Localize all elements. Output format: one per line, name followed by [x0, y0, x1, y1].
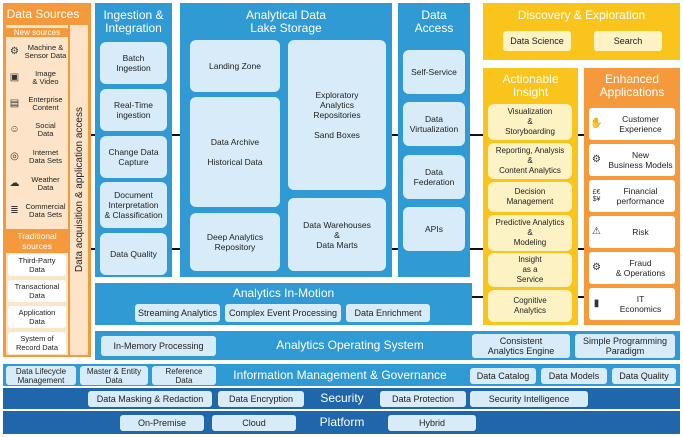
data-archive[interactable]: Data Archive Historical Data — [190, 97, 280, 207]
source-system-of-record[interactable]: System of Record Data — [8, 332, 66, 354]
discovery-title: Discovery & Exploration — [517, 8, 646, 22]
ingestion-title: Ingestion & Integration — [103, 8, 164, 35]
apis[interactable]: APIs — [403, 207, 465, 251]
batch-ingestion[interactable]: Batch Ingestion — [100, 42, 167, 84]
reference-data[interactable]: Reference Data — [152, 366, 216, 385]
source-third-party[interactable]: Third-Party Data — [8, 254, 66, 276]
cognitive-analytics[interactable]: Cognitive Analytics — [488, 290, 572, 322]
data-catalog[interactable]: Data Catalog — [470, 368, 536, 384]
exploratory-repositories[interactable]: Exploratory Analytics Repositories Sand … — [288, 40, 386, 190]
predictive-analytics[interactable]: Predictive Analytics & Modeling — [488, 215, 572, 251]
data-enrichment[interactable]: Data Enrichment — [346, 304, 430, 322]
app-it-economics[interactable]: ▮IT Economics — [589, 288, 675, 320]
real-time-ingestion[interactable]: Real-Time ingestion — [100, 89, 167, 131]
enhanced-title: Enhanced Applications — [599, 72, 665, 99]
cogs-icon: ⚙ — [592, 262, 601, 273]
data-warehouses[interactable]: Data Warehouses & Data Marts — [288, 198, 386, 271]
data-lifecycle-management[interactable]: Data Lifecycle Management — [6, 366, 76, 385]
data-acquisition-bar: Data acquisition & application access — [70, 25, 88, 355]
simple-programming-paradigm[interactable]: Simple Programming Paradigm — [575, 334, 675, 358]
reporting-analysis[interactable]: Reporting, Analysis & Content Analytics — [488, 143, 572, 179]
master-entity-data[interactable]: Master & Entity Data — [80, 366, 148, 385]
server-icon: ▮ — [593, 298, 600, 309]
aos-title: Analytics Operating System — [276, 338, 424, 352]
security-title: Security — [320, 391, 364, 405]
deep-analytics-repository[interactable]: Deep Analytics Repository — [190, 213, 280, 271]
source-image-video[interactable]: ▣Image & Video — [7, 67, 67, 89]
app-new-business-models[interactable]: ⚙New Business Models — [589, 144, 675, 176]
cloud-icon: ☁ — [9, 178, 20, 189]
platform-title: Platform — [319, 415, 365, 429]
people-icon: ☺ — [9, 124, 20, 135]
streaming-analytics[interactable]: Streaming Analytics — [135, 304, 220, 322]
data-science[interactable]: Data Science — [503, 31, 571, 51]
decision-management[interactable]: Decision Management — [488, 182, 572, 212]
handshake-icon: ✋ — [590, 118, 603, 129]
data-virtualization[interactable]: Data Virtualization — [403, 102, 465, 146]
ingestion-data-quality[interactable]: Data Quality — [100, 233, 167, 275]
cloud[interactable]: Cloud — [212, 415, 296, 431]
lake-title: Analytical Data Lake Storage — [245, 8, 327, 35]
on-premise[interactable]: On-Premise — [120, 415, 204, 431]
data-encryption[interactable]: Data Encryption — [218, 391, 304, 407]
camera-icon: ▣ — [9, 72, 20, 83]
document-icon: ▤ — [9, 98, 20, 109]
change-data-capture[interactable]: Change Data Capture — [100, 136, 167, 178]
app-financial-performance[interactable]: £€ $¥Financial performance — [589, 180, 675, 212]
img-data-quality[interactable]: Data Quality — [612, 368, 676, 384]
data-federation[interactable]: Data Federation — [403, 155, 465, 199]
in-memory-processing[interactable]: In-Memory Processing — [101, 336, 216, 356]
source-internet-data[interactable]: ◎Internet Data Sets — [7, 146, 67, 168]
new-sources-label: New sources — [6, 28, 68, 37]
gears-icon: ⚙ — [592, 154, 601, 165]
app-risk[interactable]: ⚠Risk — [589, 216, 675, 248]
app-fraud-operations[interactable]: ⚙Fraud & Operations — [589, 252, 675, 284]
data-acquisition-label: Data acquisition & application access — [73, 107, 85, 273]
landing-zone[interactable]: Landing Zone — [190, 40, 280, 92]
source-transactional[interactable]: Transactional Data — [8, 280, 66, 302]
access-title: Data Access — [414, 8, 454, 35]
data-sources-title: Data Sources — [6, 7, 80, 21]
data-protection[interactable]: Data Protection — [380, 391, 466, 407]
warning-icon: ⚠ — [592, 226, 601, 237]
source-application[interactable]: Application Data — [8, 306, 66, 328]
document-interpretation[interactable]: Document Interpretation & Classification — [100, 182, 167, 228]
complex-event-processing[interactable]: Complex Event Processing — [225, 304, 341, 322]
insight-as-a-service[interactable]: Insight as a Service — [488, 253, 572, 287]
hybrid[interactable]: Hybrid — [388, 415, 476, 431]
source-commercial-data[interactable]: ≣Commercial Data Sets — [7, 200, 67, 222]
data-models[interactable]: Data Models — [541, 368, 607, 384]
currency-icon: £€ $¥ — [592, 189, 601, 203]
search[interactable]: Search — [594, 31, 662, 51]
source-enterprise-content[interactable]: ▤Enterprise Content — [7, 93, 67, 115]
self-service[interactable]: Self-Service — [403, 50, 465, 94]
security-intelligence[interactable]: Security Intelligence — [470, 391, 588, 407]
source-weather-data[interactable]: ☁Weather Data — [7, 173, 67, 195]
app-customer-experience[interactable]: ✋Customer Experience — [589, 108, 675, 140]
traditional-sources-label: Traditional sources — [6, 229, 68, 253]
img-title: Information Management & Governance — [233, 367, 447, 382]
source-social-data[interactable]: ☺Social Data — [7, 119, 67, 141]
source-machine-sensor[interactable]: ⚙Machine & Sensor Data — [7, 41, 67, 63]
in-motion-title: Analytics In-Motion — [232, 286, 335, 300]
consistent-analytics-engine[interactable]: Consistent Analytics Engine — [472, 334, 570, 358]
stack-icon: ≣ — [10, 205, 19, 216]
data-masking-redaction[interactable]: Data Masking & Redaction — [88, 391, 212, 407]
visualization-storyboarding[interactable]: Visualization & Storyboarding — [488, 104, 572, 140]
gear-icon: ⚙ — [10, 46, 19, 57]
insight-title: Actionable Insight — [502, 72, 559, 99]
globe-icon: ◎ — [10, 151, 19, 162]
